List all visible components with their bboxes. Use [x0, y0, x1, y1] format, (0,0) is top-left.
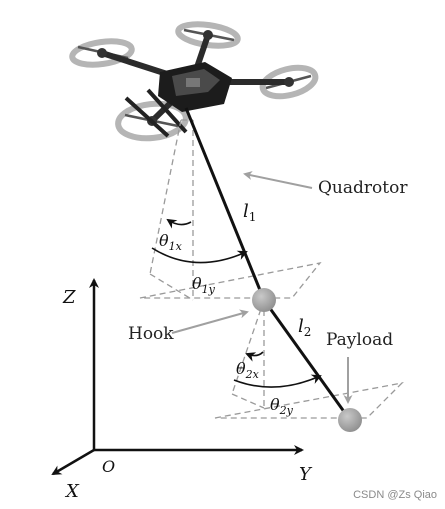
symbol-theta-1x: θ1x [159, 231, 183, 253]
axis-label-x: X [64, 481, 80, 502]
payload-label: Payload [326, 330, 393, 350]
hook-label: Hook [128, 324, 174, 344]
quadrotor-label: Quadrotor [318, 178, 408, 198]
arc-theta-1x [166, 218, 192, 229]
symbol-theta-1y: θ1y [192, 274, 216, 296]
arc-theta-2x [245, 351, 264, 362]
quadrotor-drone-icon [69, 21, 319, 142]
lower-cone [214, 299, 404, 419]
symbol-l1: l1 [243, 201, 256, 224]
hook-pointer [171, 309, 249, 334]
quadrotor-pointer [243, 171, 313, 189]
payload-mass [338, 408, 362, 432]
hook-mass [252, 288, 276, 312]
axis-label-origin: O [102, 457, 115, 476]
axis-label-z: Z [62, 287, 76, 308]
symbol-theta-2y: θ2y [270, 395, 294, 417]
cable-l1 [184, 107, 266, 301]
arc-theta-2y [233, 374, 322, 388]
arc-theta-1y [151, 247, 248, 264]
symbol-l2: l2 [298, 316, 311, 339]
coordinate-axes [51, 278, 304, 476]
axis-label-y: Y [299, 464, 313, 485]
watermark: CSDN @Zs Qiao [353, 489, 437, 501]
x-axis [51, 448, 95, 476]
symbol-theta-2x: θ2x [236, 359, 260, 381]
cable-l2 [262, 299, 352, 421]
upper-cone [139, 119, 322, 301]
